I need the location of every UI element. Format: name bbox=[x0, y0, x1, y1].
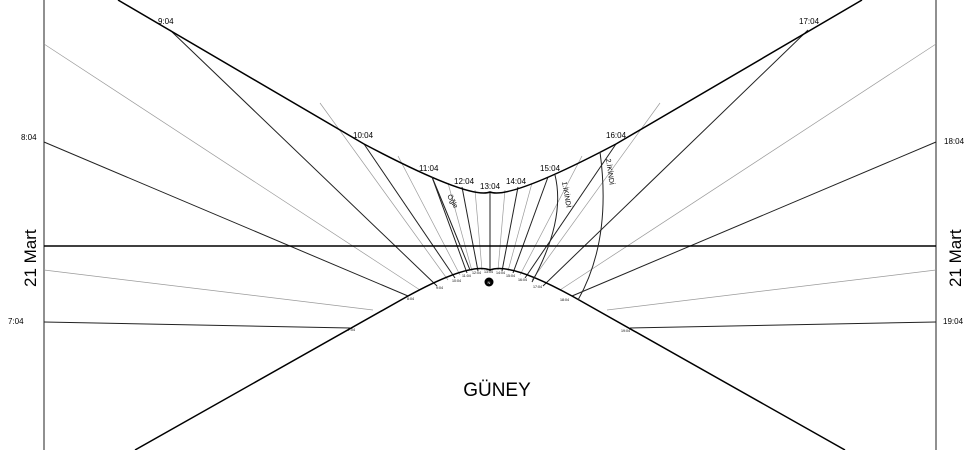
hour-label-1704: 17:04 bbox=[799, 17, 820, 26]
inner-label-0904: 9:04 bbox=[436, 286, 443, 290]
inner-label-1504: 15:04 bbox=[506, 274, 515, 278]
hour-label-1104: 11:04 bbox=[419, 164, 439, 173]
hour-label-0804: 8:04 bbox=[21, 133, 37, 142]
inner-label-0704: 7:04 bbox=[348, 328, 355, 332]
half-hour-lines bbox=[43, 43, 937, 311]
hour-label-1504: 15:04 bbox=[540, 164, 561, 173]
ikindi-2-curve bbox=[577, 151, 604, 301]
ikindi-2-label: 2.İKİNDİ bbox=[604, 158, 617, 186]
hour-label-1904: 19:04 bbox=[943, 317, 964, 326]
inner-label-1204: 12:04 bbox=[472, 271, 481, 275]
inner-label-1804: 18:04 bbox=[560, 298, 569, 302]
inner-label-1904: 19:04 bbox=[621, 329, 630, 333]
inner-label-1704: 17:04 bbox=[533, 285, 542, 289]
hour-label-1204: 12:04 bbox=[454, 177, 475, 186]
date-label-left: 21 Mart bbox=[21, 229, 40, 287]
hour-label-1404: 14:04 bbox=[506, 177, 527, 186]
inner-hour-labels: 7:04 8:04 9:04 10:04 11:04 12:04 13:04 1… bbox=[348, 270, 630, 333]
hour-label-0904: 9:04 bbox=[158, 17, 174, 26]
ogle-label: Öğle bbox=[445, 193, 459, 210]
hour-label-1304: 13:04 bbox=[480, 182, 501, 191]
inner-label-1604: 16:04 bbox=[518, 278, 527, 282]
ogle-curve bbox=[431, 176, 471, 271]
declination-curve bbox=[117, 0, 863, 194]
hour-label-1804: 18:04 bbox=[944, 137, 965, 146]
gnomon-base-circle bbox=[484, 277, 494, 287]
ikindi-1-curve bbox=[531, 174, 559, 283]
hour-lines bbox=[43, 29, 937, 329]
hour-label-0704: 7:04 bbox=[8, 317, 24, 326]
gnomon-mark: N bbox=[488, 280, 491, 285]
inner-label-1404: 14:04 bbox=[496, 271, 505, 275]
inner-label-0804: 8:04 bbox=[407, 297, 414, 301]
inner-label-1004: 10:04 bbox=[452, 279, 461, 283]
base-hyperbola bbox=[134, 267, 846, 450]
hour-label-1604: 16:04 bbox=[606, 131, 627, 140]
inner-label-1104: 11:04 bbox=[462, 274, 471, 278]
date-label-right: 21 Mart bbox=[946, 229, 965, 287]
hour-label-1004: 10:04 bbox=[353, 131, 374, 140]
direction-title: GÜNEY bbox=[463, 380, 531, 401]
inner-label-1304: 13:04 bbox=[484, 270, 493, 274]
